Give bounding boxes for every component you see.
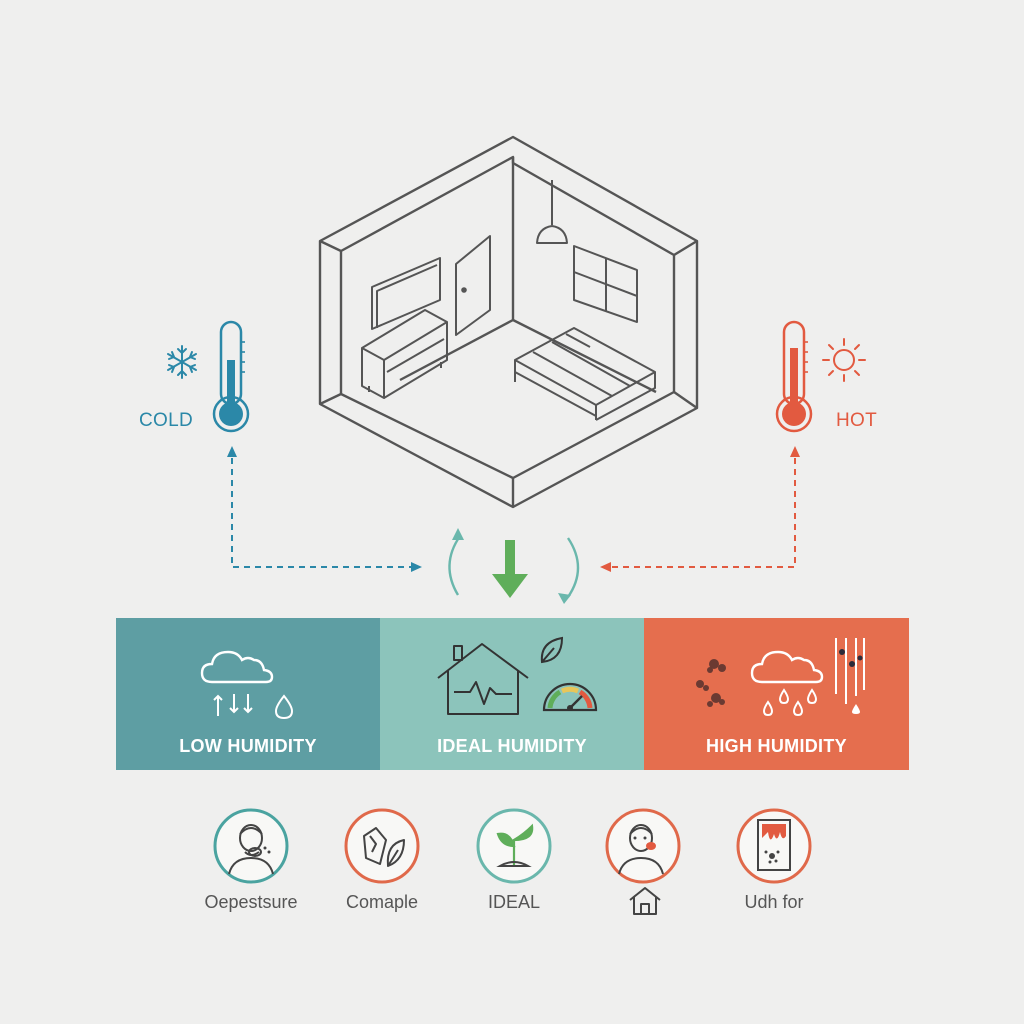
- cold-label: COLD: [139, 410, 193, 431]
- dry-skin-leaf-icon: [344, 808, 420, 884]
- hot-thermometer-icon: [775, 320, 813, 433]
- cold-thermometer-icon: [212, 320, 250, 433]
- cloud-dry-icon: [200, 650, 294, 720]
- band-high-humidity: HIGH HUMIDITY: [644, 618, 909, 770]
- gauge-icon: [542, 682, 598, 712]
- effect-label-0: Oepestsure: [204, 892, 298, 912]
- sun-icon: [822, 338, 866, 382]
- snowflake-icon: [167, 345, 197, 379]
- room-isometric-diagram: [318, 135, 699, 509]
- effect-label-2: IDEAL: [487, 892, 541, 912]
- band-label-low: LOW HUMIDITY: [179, 736, 317, 756]
- seedling-icon: [476, 808, 552, 884]
- band-ideal-humidity: IDEAL HUMIDITY: [380, 618, 644, 770]
- band-low-humidity: LOW HUMIDITY: [116, 618, 380, 770]
- flow-arrows: [227, 446, 800, 604]
- effect-label-4: Udh for: [744, 892, 804, 912]
- dripping-wall-icon: [835, 638, 865, 714]
- hot-label: HOT: [836, 410, 878, 431]
- leaf-icon: [540, 636, 564, 664]
- band-label-ideal: IDEAL HUMIDITY: [437, 736, 587, 756]
- band-label-high: HIGH HUMIDITY: [706, 736, 847, 756]
- effect-label-1: Comaple: [345, 892, 419, 912]
- house-icon: [629, 887, 661, 915]
- cloud-rain-icon: [750, 650, 824, 717]
- mold-wall-icon: [736, 808, 812, 884]
- person-coughing-icon: [213, 808, 289, 884]
- person-sneezing-icon: [605, 808, 681, 884]
- home-heartbeat-icon: [437, 643, 529, 715]
- mold-spores-icon: [696, 659, 726, 707]
